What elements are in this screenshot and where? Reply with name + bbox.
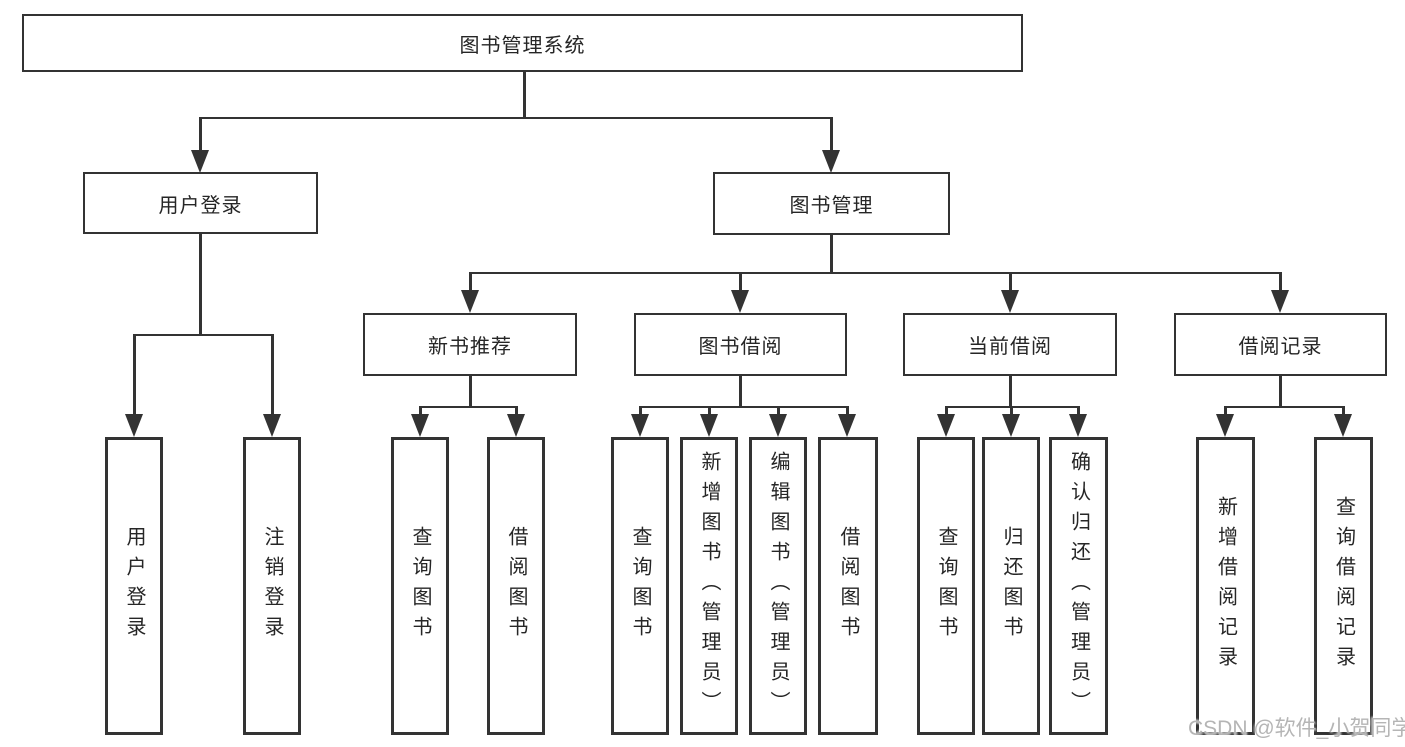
connector-line-h	[1224, 406, 1344, 408]
arrowhead-down-icon	[507, 414, 525, 437]
node-label: 借阅图书	[505, 526, 527, 646]
arrowhead-down-icon	[1271, 290, 1289, 313]
arrowhead-down-icon	[263, 414, 281, 437]
node-label: 查询图书	[629, 526, 651, 646]
leaf-user-login: 用户登录	[105, 437, 163, 735]
node-label: 归还图书	[1000, 526, 1022, 646]
leaf-borrow-books-2: 借阅图书	[818, 437, 878, 735]
arrowhead-down-icon	[1001, 290, 1019, 313]
arrowhead-down-icon	[769, 414, 787, 437]
leaf-query-books-3: 查询图书	[917, 437, 975, 735]
connector-line-v	[830, 235, 833, 274]
leaf-add-borrowing-record: 新增借阅记录	[1196, 437, 1255, 735]
connector-line-v	[1224, 406, 1227, 416]
node-book-borrowing: 图书借阅	[634, 313, 847, 376]
node-label: 用户登录	[123, 526, 145, 646]
connector-line-v	[1010, 406, 1013, 416]
connector-line-v	[830, 117, 833, 152]
connector-line-v	[199, 234, 202, 336]
leaf-query-borrowing-record: 查询借阅记录	[1314, 437, 1373, 735]
node-label: 查询图书	[409, 526, 431, 646]
node-root-library-management-system: 图书管理系统	[22, 14, 1023, 72]
node-label: 图书管理系统	[459, 34, 586, 57]
arrowhead-down-icon	[411, 414, 429, 437]
connector-line-v	[639, 406, 642, 416]
leaf-edit-books-admin: 编辑图书（管理员）	[749, 437, 807, 735]
connector-line-h	[199, 117, 833, 119]
connector-line-v	[739, 376, 742, 408]
connector-line-h	[133, 334, 273, 336]
leaf-confirm-return-admin: 确认归还（管理员）	[1049, 437, 1108, 735]
node-label: 借阅记录	[1238, 336, 1323, 358]
connector-line-v	[708, 406, 711, 416]
connector-line-v	[133, 334, 136, 415]
node-label: 图书借阅	[698, 336, 783, 358]
arrowhead-down-icon	[125, 414, 143, 437]
node-current-borrowing: 当前借阅	[903, 313, 1117, 376]
node-new-book-recommendation: 新书推荐	[363, 313, 577, 376]
connector-line-v	[739, 272, 742, 293]
arrowhead-down-icon	[191, 150, 209, 173]
leaf-return-books: 归还图书	[982, 437, 1040, 735]
connector-line-v	[469, 272, 472, 293]
node-label: 用户登录	[158, 194, 243, 217]
node-label: 查询借阅记录	[1332, 496, 1355, 676]
node-book-management: 图书管理	[713, 172, 950, 235]
connector-line-v	[777, 406, 780, 416]
node-label: 图书管理	[789, 195, 874, 217]
connector-line-v	[515, 406, 518, 416]
connector-line-v	[1077, 406, 1080, 416]
node-label: 确认归还（管理员）	[1067, 451, 1090, 721]
connector-line-v	[1009, 272, 1012, 293]
leaf-borrow-books: 借阅图书	[487, 437, 545, 735]
arrowhead-down-icon	[1334, 414, 1352, 437]
connector-line-v	[846, 406, 849, 416]
connector-line-v	[1342, 406, 1345, 416]
connector-line-h	[469, 272, 1281, 274]
leaf-query-books: 查询图书	[391, 437, 449, 735]
connector-line-h	[639, 406, 848, 408]
arrowhead-down-icon	[1002, 414, 1020, 437]
node-user-login: 用户登录	[83, 172, 318, 234]
node-label: 借阅图书	[837, 526, 859, 646]
connector-line-v	[1009, 376, 1012, 408]
connector-line-v	[1279, 376, 1282, 408]
connector-line-v	[945, 406, 948, 416]
arrowhead-down-icon	[731, 290, 749, 313]
node-label: 新书推荐	[428, 336, 512, 358]
connector-line-v	[271, 334, 274, 415]
node-label: 新增图书（管理员）	[698, 451, 720, 721]
node-label: 新增借阅记录	[1214, 496, 1237, 676]
leaf-add-books-admin: 新增图书（管理员）	[680, 437, 738, 735]
leaf-logout: 注销登录	[243, 437, 301, 735]
arrowhead-down-icon	[461, 290, 479, 313]
arrowhead-down-icon	[822, 150, 840, 173]
arrowhead-down-icon	[838, 414, 856, 437]
arrowhead-down-icon	[937, 414, 955, 437]
node-label: 查询图书	[935, 526, 957, 646]
connector-line-h	[419, 406, 517, 408]
arrowhead-down-icon	[631, 414, 649, 437]
node-label: 当前借阅	[968, 336, 1052, 358]
connector-line-v	[1279, 272, 1282, 293]
node-label: 注销登录	[261, 526, 283, 646]
leaf-query-books-2: 查询图书	[611, 437, 669, 735]
csdn-watermark: CSDN @软件_小贺同学	[1188, 717, 1405, 740]
arrowhead-down-icon	[1216, 414, 1234, 437]
connector-line-v	[523, 71, 526, 119]
connector-line-v	[199, 117, 202, 152]
connector-line-v	[419, 406, 422, 416]
node-borrowing-records: 借阅记录	[1174, 313, 1387, 376]
arrowhead-down-icon	[700, 414, 718, 437]
connector-line-v	[469, 376, 472, 408]
arrowhead-down-icon	[1069, 414, 1087, 437]
node-label: 编辑图书（管理员）	[767, 451, 789, 721]
